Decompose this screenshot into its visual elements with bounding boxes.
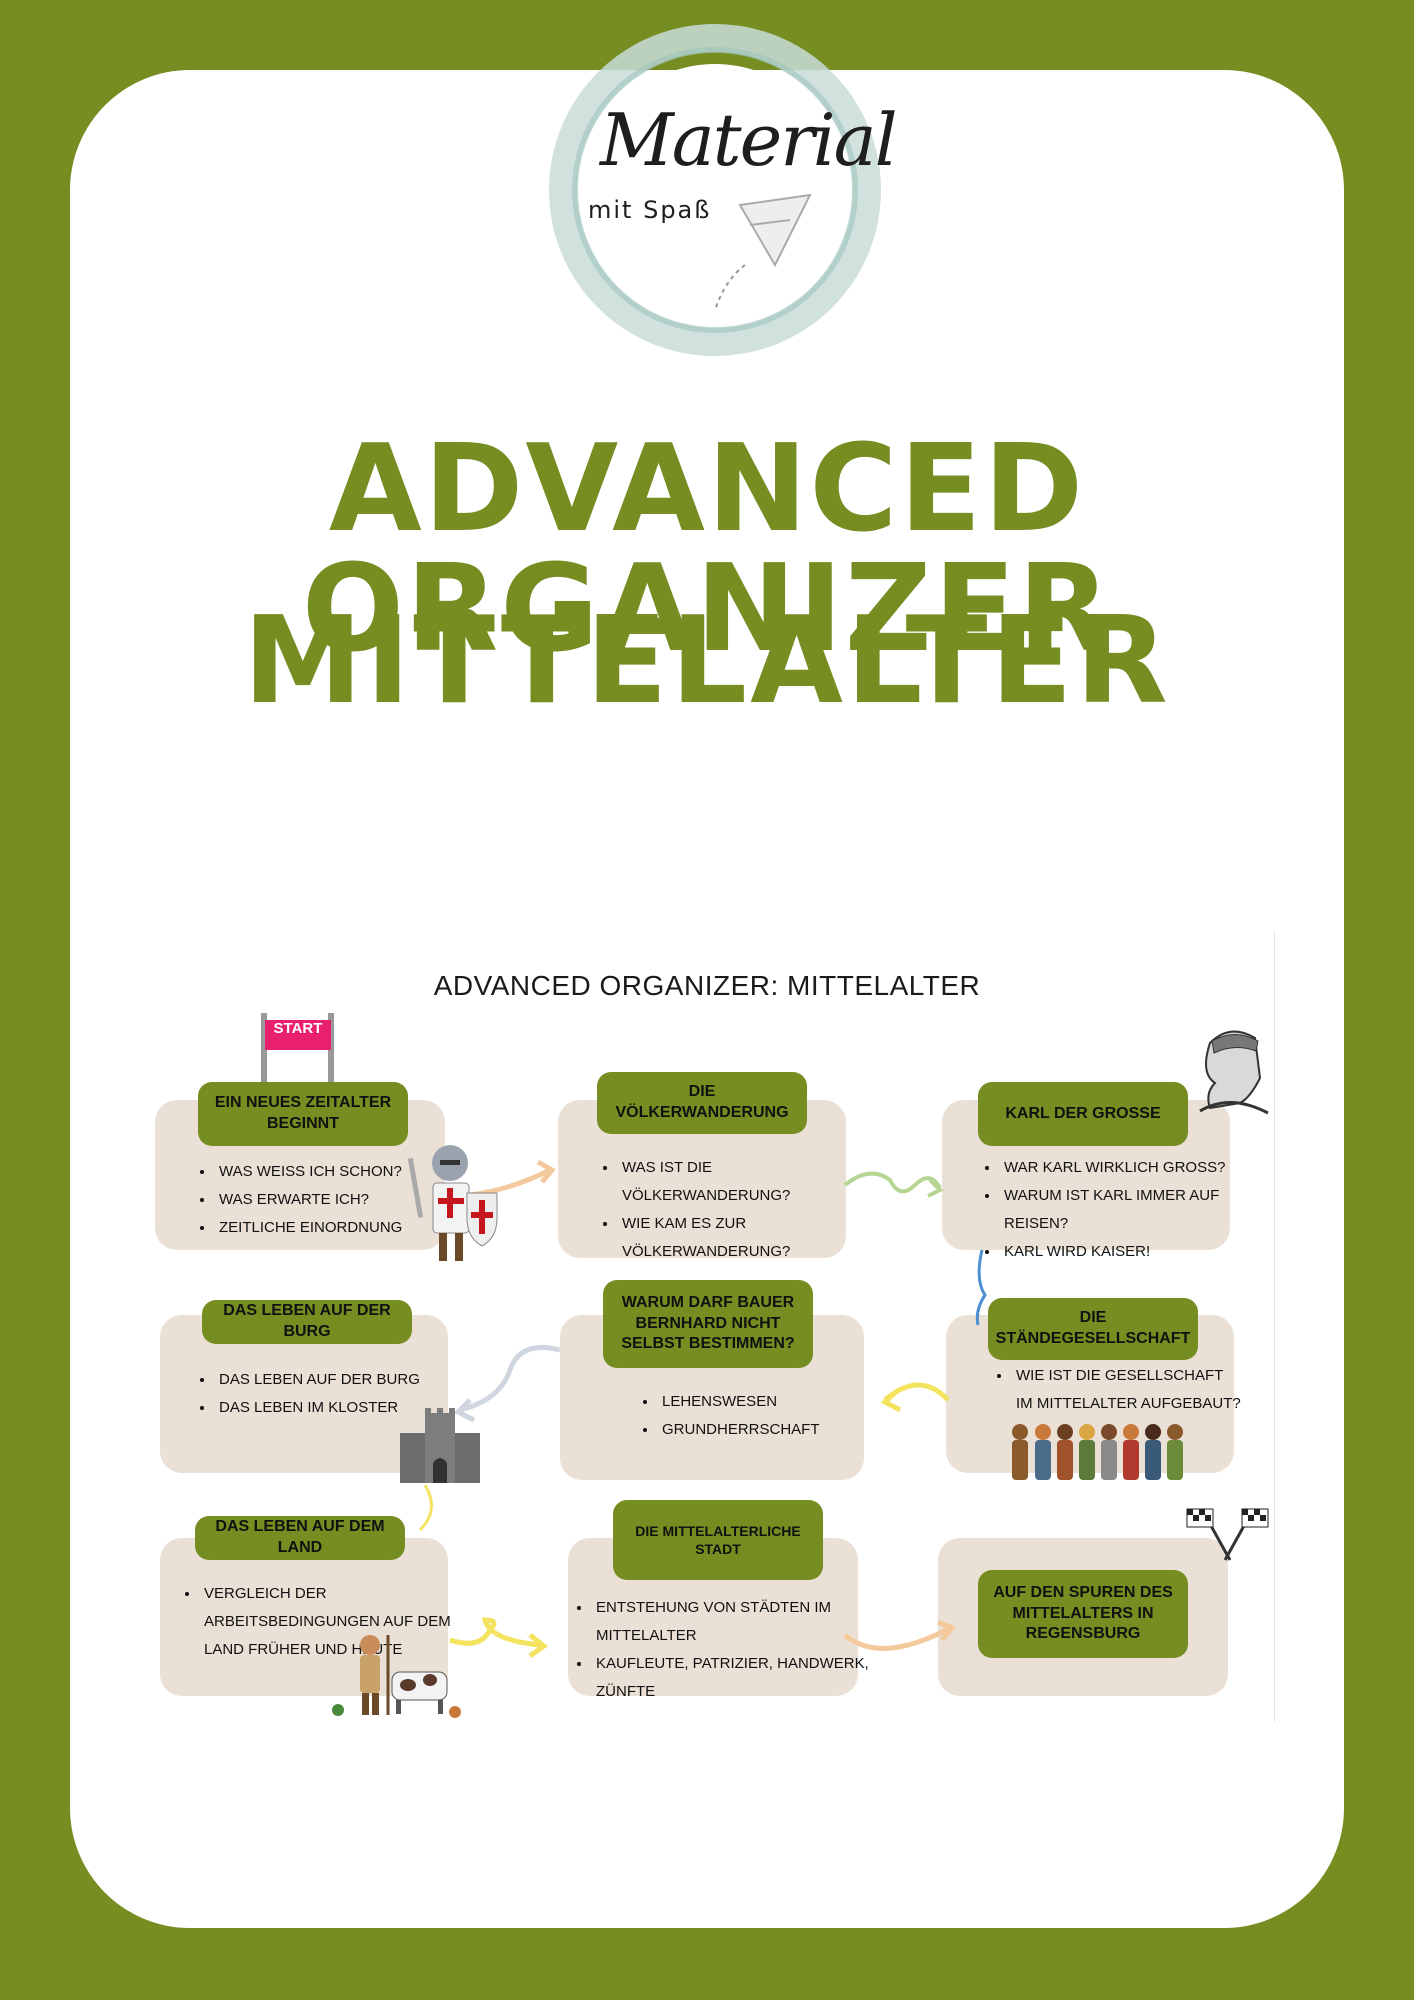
arrow-right-icon (843, 1171, 942, 1194)
list-item: DAS LEBEN AUF DER BURG (215, 1366, 455, 1394)
list-item: DAS LEBEN IM KLOSTER (215, 1394, 455, 1422)
paper-plane-icon (738, 193, 812, 268)
main-title-line2: MITTELALTER (243, 592, 1171, 731)
start-label: START (273, 1020, 323, 1037)
list-item: WAR KARL WIRKLICH GROß? (1000, 1154, 1250, 1182)
list-voelkerwanderung: WAS IST DIE VÖLKERWANDERUNG? WIE KAM ES … (598, 1154, 858, 1266)
organizer-heading: ADVANCED ORGANIZER: MITTELALTER (433, 970, 981, 1001)
list-item: LEHENSWESEN (658, 1388, 858, 1416)
head-zeitalter: EIN NEUES ZEITALTER BEGINNT (198, 1082, 408, 1146)
list-item: WARUM IST KARL IMMER AUF REISEN? (1000, 1182, 1250, 1238)
knight-icon (407, 1145, 498, 1261)
list-item: WAS WEIß ICH SCHON? (215, 1158, 435, 1186)
start-banner-icon (261, 1013, 334, 1088)
head-land: DAS LEBEN AUF DEM LAND (195, 1516, 405, 1560)
list-item: WAS ERWARTE ICH? (215, 1186, 435, 1214)
head-stadt: DIE MITTELALTERLICHE STADT (613, 1500, 823, 1580)
list-bauer: LEHENSWESEN GRUNDHERRSCHAFT (638, 1388, 858, 1444)
arrow-left-icon (883, 1382, 950, 1402)
arrow-left-icon (459, 1345, 561, 1413)
head-regensburg: AUF DEN SPUREN DES MITTELALTERS IN REGEN… (978, 1570, 1188, 1658)
list-item: ENTSTEHUNG VON STÄDTEN IM MITTELALTER (592, 1594, 882, 1650)
head-burg: DAS LEBEN AUF DER BURG (202, 1300, 412, 1344)
list-item: WIE IST DIE GESELLSCHAFT IM MITTELALTER … (1012, 1362, 1242, 1418)
head-voelkerwanderung: DIE VÖLKERWANDERUNG (597, 1072, 807, 1134)
list-item: KAUFLEUTE, PATRIZIER, HANDWERK, ZÜNFTE (592, 1650, 882, 1706)
head-karl: KARL DER GROSSE (978, 1082, 1188, 1146)
organizer-graphic: ADVANCED ORGANIZER: MITTELALTER START EI… (140, 930, 1275, 1722)
farmer-animals-icon (332, 1635, 461, 1718)
main-title-line1: ADVANCED ORGANIZER (301, 420, 1113, 679)
logo-script-text: Material (600, 98, 898, 182)
box-land (160, 1538, 448, 1696)
logo-sub-text: mit Spaß (588, 196, 712, 224)
list-burg: DAS LEBEN AUF DER BURG DAS LEBEN IM KLOS… (195, 1366, 455, 1422)
list-item: WIE KAM ES ZUR VÖLKERWANDERUNG? (618, 1210, 858, 1266)
list-karl: WAR KARL WIRKLICH GROß? WARUM IST KARL I… (980, 1154, 1250, 1266)
castle-icon (400, 1408, 480, 1483)
list-staende: WIE IST DIE GESELLSCHAFT IM MITTELALTER … (992, 1362, 1242, 1418)
arrow-down-icon (418, 1484, 433, 1532)
people-group-icon (1012, 1424, 1183, 1480)
logo-badge (549, 24, 881, 356)
karl-portrait-icon (1199, 1030, 1269, 1115)
list-item: KARL WIRD KAISER! (1000, 1238, 1250, 1266)
list-land: VERGLEICH DER ARBEITSBEDINGUNGEN AUF DEM… (180, 1580, 470, 1664)
list-item: VERGLEICH DER ARBEITSBEDINGUNGEN AUF DEM… (200, 1580, 470, 1664)
finish-flags-icon (1186, 1508, 1269, 1561)
list-item: WAS IST DIE VÖLKERWANDERUNG? (618, 1154, 858, 1210)
list-zeitalter: WAS WEIß ICH SCHON? WAS ERWARTE ICH? ZEI… (195, 1158, 435, 1242)
head-bauer: WARUM DARF BAUER BERNHARD NICHT SELBST B… (603, 1280, 813, 1368)
list-item: GRUNDHERRSCHAFT (658, 1416, 858, 1444)
head-staende: DIE STÄNDEGESELLSCHAFT (988, 1298, 1198, 1360)
list-item: ZEITLICHE EINORDNUNG (215, 1214, 435, 1242)
list-stadt: ENTSTEHUNG VON STÄDTEN IM MITTELALTER KA… (572, 1594, 882, 1706)
